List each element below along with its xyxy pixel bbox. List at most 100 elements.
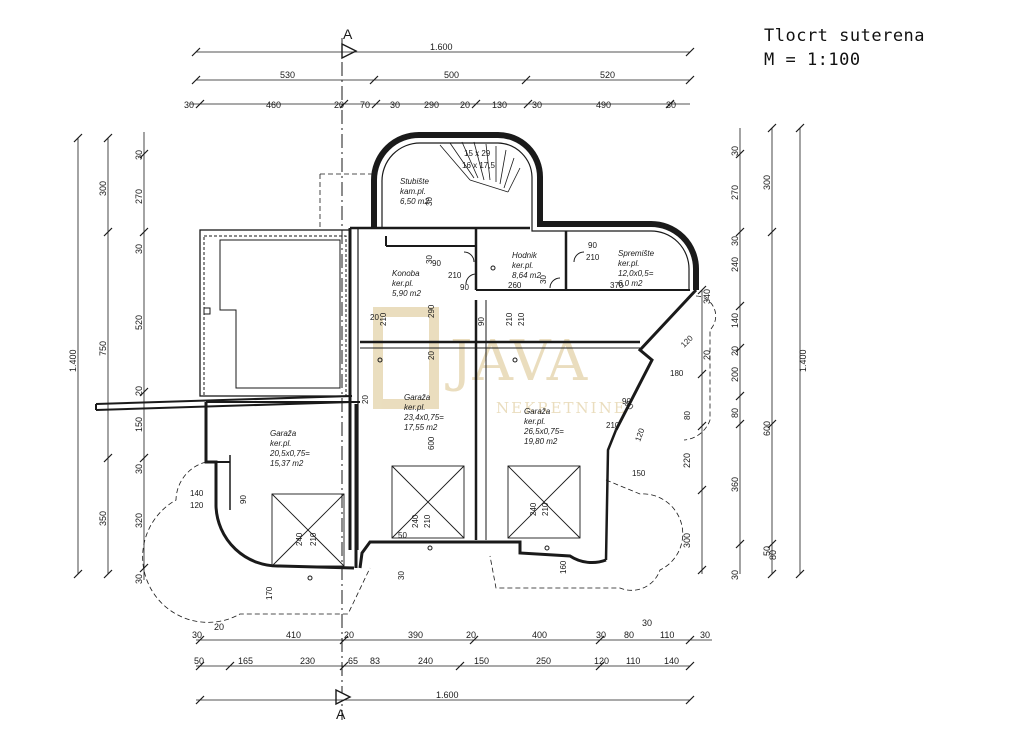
dim-left-mid-1: 750 <box>98 341 108 356</box>
dim-left-inner-5: 150 <box>134 417 144 432</box>
int-dim-34: 80 <box>683 411 692 420</box>
int-dim-33: 180 <box>670 369 684 378</box>
dim-top3-3: 70 <box>360 100 370 110</box>
dim-bot2-10: 140 <box>664 656 679 666</box>
dim-right-inner-3: 240 <box>730 257 740 272</box>
int-dim-7: 210 <box>379 312 388 326</box>
dim-bot2-4: 83 <box>370 656 380 666</box>
int-dim-29: 30 <box>397 571 406 580</box>
dim-top3-8: 30 <box>532 100 542 110</box>
dim-bot2-1: 165 <box>238 656 253 666</box>
dim-right-near-0: 340 <box>702 289 712 304</box>
dim-bot2-0: 50 <box>194 656 204 666</box>
dim-top2-2: 520 <box>600 70 615 80</box>
int-dim-22: 210 <box>423 514 432 528</box>
dim-right-inner-9: 30 <box>730 570 740 580</box>
dim-left-mid-2: 350 <box>98 511 108 526</box>
dim-top3-2: 20 <box>334 100 344 110</box>
int-dim-39: 120 <box>190 501 204 510</box>
dim-right-mid-0: 300 <box>762 175 772 190</box>
dim-right-mid-1: 600 <box>762 421 772 436</box>
int-dim-9: 30 <box>425 255 434 264</box>
dim-bot1-4: 390 <box>408 630 423 640</box>
drawing-scale: M = 1:100 <box>764 50 861 70</box>
dim-bot1-8: 80 <box>624 630 634 640</box>
int-dim-36: 120 <box>633 427 646 443</box>
int-dim-2: 90 <box>588 241 597 250</box>
int-dim-30: 50 <box>398 531 407 540</box>
dim-right-mid-3: 80 <box>768 550 778 560</box>
dim-bot2-2: 230 <box>300 656 315 666</box>
int-dim-14: 90 <box>477 317 486 326</box>
int-dim-25: 240 <box>295 532 304 546</box>
int-dim-41: 170 <box>265 586 274 600</box>
int-dim-26: 210 <box>309 532 318 546</box>
dim-bot1-2: 410 <box>286 630 301 640</box>
int-dim-21: 240 <box>411 514 420 528</box>
dim-right-outer: 1.400 <box>798 349 808 372</box>
int-dim-12: 210 <box>517 312 526 326</box>
dim-right-inner-1: 270 <box>730 185 740 200</box>
int-dim-40: 90 <box>239 495 248 504</box>
section-marker-bottom: A <box>336 706 346 722</box>
dim-left-inner-4: 20 <box>134 386 144 396</box>
dim-left-inner-3: 520 <box>134 315 144 330</box>
dim-bot1-11: 30 <box>700 630 710 640</box>
dimension-lines <box>73 47 805 705</box>
int-dim-18: 20 <box>361 395 370 404</box>
openings <box>203 251 585 581</box>
dim-top3-0: 30 <box>184 100 194 110</box>
int-dim-23: 240 <box>529 502 538 516</box>
dim-top3-4: 30 <box>390 100 400 110</box>
dim-right-near-1: 20 <box>702 350 712 360</box>
dim-top2-1: 500 <box>444 70 459 80</box>
int-dim-0: 90 <box>432 259 441 268</box>
dim-left-inner-7: 320 <box>134 513 144 528</box>
dim-bot1-5: 20 <box>466 630 476 640</box>
int-dim-32: 150 <box>632 469 646 478</box>
dim-top3-10: 30 <box>666 100 676 110</box>
exterior-walls <box>95 131 700 570</box>
garage-door-marks <box>271 465 581 567</box>
dim-bot1-10: 110 <box>660 630 674 640</box>
int-dim-1: 210 <box>448 271 462 280</box>
int-dim-17: 210 <box>606 421 620 430</box>
dim-bot2-3: 65 <box>348 656 358 666</box>
dim-top2-0: 530 <box>280 70 295 80</box>
int-dim-15: 210 <box>505 312 514 326</box>
int-dim-19: 600 <box>427 436 436 450</box>
section-marker-top: A <box>343 26 353 42</box>
dim-bot1-0: 30 <box>192 630 202 640</box>
int-dim-4: 260 <box>508 281 522 290</box>
stair-label-2: 16 x 17,5 <box>462 161 495 170</box>
int-dim-3: 210 <box>586 253 600 262</box>
dim-left-inner-2: 30 <box>134 244 144 254</box>
dim-bot1-1: 20 <box>214 622 224 632</box>
dim-top-total: 1.600 <box>430 42 453 52</box>
dim-bot2-5: 240 <box>418 656 433 666</box>
dim-bot2-8: 120 <box>594 656 609 666</box>
dim-right-near-3: 300 <box>682 533 692 548</box>
dim-right-near-2: 220 <box>682 453 692 468</box>
int-dim-8: 20 <box>370 313 379 322</box>
int-dim-13: 20 <box>427 351 436 360</box>
section-line-a <box>335 38 358 720</box>
dim-right-inner-7: 80 <box>730 408 740 418</box>
int-dim-11: 290 <box>427 304 436 318</box>
dim-bot1-7: 30 <box>596 630 606 640</box>
dim-left-inner-1: 270 <box>134 189 144 204</box>
int-dim-20: 120 <box>679 333 695 349</box>
int-dim-24: 210 <box>541 502 550 516</box>
dim-bot2-7: 250 <box>536 656 551 666</box>
staircase <box>439 141 521 193</box>
watermark-sub: NEKRETNINE <box>496 399 627 417</box>
terrace-outlines <box>142 173 717 623</box>
int-dim-6: 90 <box>460 283 469 292</box>
dim-right-inner-6: 200 <box>730 367 740 382</box>
